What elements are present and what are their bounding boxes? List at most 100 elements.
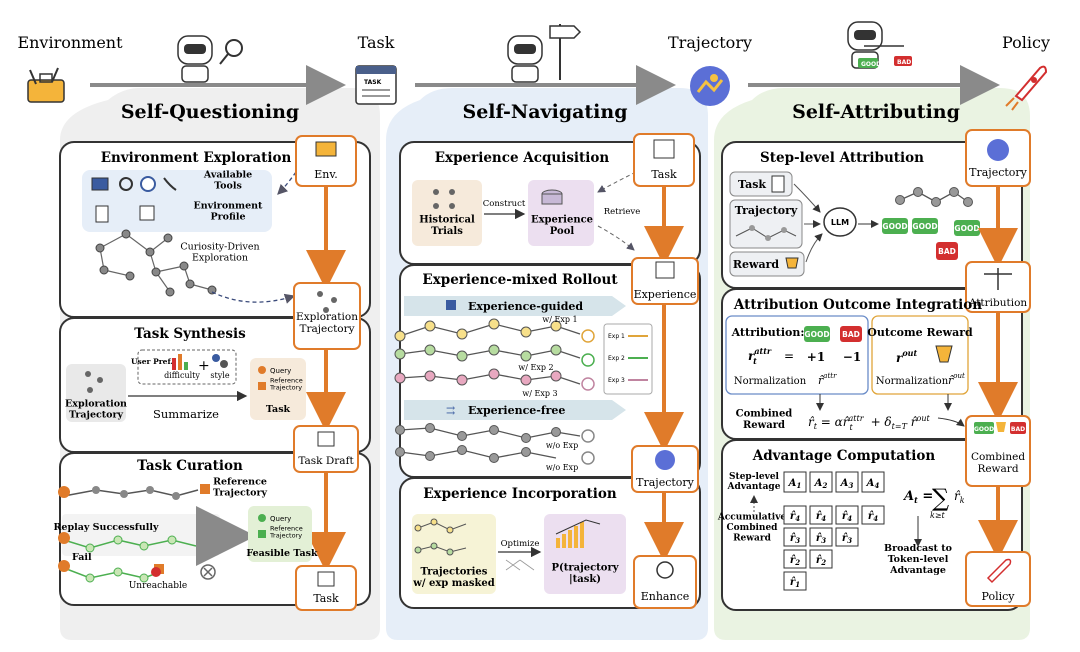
unreachable-icon: [151, 567, 161, 577]
svg-text:BAD: BAD: [1011, 426, 1025, 433]
svg-text:BAD: BAD: [938, 247, 956, 256]
construct-label: Construct: [483, 199, 526, 209]
header-environment: Environment: [17, 33, 123, 52]
guided-label: Experience-guided: [468, 300, 583, 313]
svg-text:GOOD: GOOD: [861, 61, 881, 68]
robot-signpost-icon: [507, 24, 582, 83]
header-policy: Policy: [1002, 33, 1050, 52]
svg-text:Query: Query: [270, 367, 291, 375]
dashed-env-to-tools: [277, 171, 297, 195]
svg-text:r̂4: r̂4: [842, 511, 852, 523]
style-label: style: [210, 371, 229, 380]
exploration-node-label: Exploration: [296, 311, 358, 323]
trajectory-node-n: Trajectory: [631, 445, 699, 493]
exp3-label: w/ Exp 3: [522, 389, 557, 398]
unreachable-label: Unreachable: [129, 581, 188, 591]
svg-text:r̂4: r̂4: [868, 511, 878, 523]
svg-text:Exp 3: Exp 3: [608, 377, 625, 384]
svg-text:⇉: ⇉: [446, 404, 455, 417]
normalization-label-2: Normalization: [876, 376, 949, 387]
attribution-sub-box: [725, 315, 869, 395]
retrieve-label: Retrieve: [604, 207, 641, 217]
svg-text:Attribution: Attribution: [968, 297, 1028, 309]
svg-text:A3: A3: [840, 478, 854, 490]
curation-reference-path: [58, 484, 210, 500]
task-window-icon: TASK: [355, 65, 397, 105]
stage-title-questioning: Self-Questioning: [121, 101, 299, 123]
svg-text:BAD: BAD: [897, 59, 911, 66]
robot-magnifier-icon: [177, 35, 243, 83]
svg-text:GOOD: GOOD: [804, 330, 829, 339]
good-badge-3: [954, 220, 980, 236]
svg-text:A1: A1: [788, 478, 802, 490]
svg-text:=: =: [784, 349, 794, 363]
experience-node: Experience: [631, 257, 699, 305]
svg-text:r̂2: r̂2: [790, 555, 800, 567]
replay-path: [58, 532, 197, 553]
header-task: Task: [358, 33, 395, 52]
exp1-label: w/ Exp 1: [542, 315, 577, 324]
feasible-reference-label: Reference: [270, 524, 303, 532]
svg-text:r̂1: r̂1: [790, 577, 800, 589]
svg-text:BAD: BAD: [842, 330, 860, 339]
good-badge-1: [882, 218, 908, 234]
plus-sign: +: [198, 358, 210, 374]
svg-text:GOOD: GOOD: [912, 222, 937, 231]
svg-text:Experience: Experience: [634, 288, 697, 301]
wo1-label: w/o Exp: [546, 441, 578, 450]
retrieve-dashed-1: [597, 171, 637, 193]
tools-box: [82, 170, 272, 232]
bad-badge-1: [936, 242, 958, 260]
attribution-node: Attribution: [965, 261, 1031, 313]
network-icon: [505, 559, 535, 571]
svg-text:Query: Query: [270, 515, 291, 523]
integration-title: Attribution Outcome Integration: [733, 297, 982, 313]
retrieve-dashed-2: [597, 225, 635, 251]
advantage-formula: At =: [902, 489, 933, 505]
trophy-icon: [935, 345, 953, 363]
svg-text:r̂3: r̂3: [816, 533, 826, 545]
svg-text:Policy: Policy: [982, 590, 1016, 603]
svg-text:A2: A2: [814, 478, 828, 490]
svg-text:Trajectory: Trajectory: [735, 204, 798, 217]
masked-box: [412, 514, 496, 594]
env-node: Env.: [295, 135, 357, 187]
prob-label: P(trajectory|task): [551, 562, 619, 585]
plus1-value: +1: [807, 350, 825, 364]
advantage-title: Advantage Computation: [752, 448, 936, 464]
minus1-value: −1: [843, 350, 861, 364]
svg-text:Task: Task: [313, 592, 339, 605]
stage-title-attributing: Self-Attributing: [792, 101, 960, 123]
svg-text:Reward: Reward: [733, 258, 780, 271]
svg-text:r̂2: r̂2: [816, 555, 826, 567]
prob-bars: [556, 522, 584, 548]
svg-text:Task Draft: Task Draft: [298, 455, 354, 467]
svg-text:LLM: LLM: [831, 218, 849, 227]
check-exp2-icon: [581, 353, 595, 367]
dashed-to-exploration: [211, 291, 296, 304]
outcome-sub-box: [871, 315, 969, 395]
free-banner: [404, 400, 626, 420]
replay-box: [62, 514, 220, 556]
exp-acq-title: Experience Acquisition: [435, 150, 610, 166]
enhance-node: Enhance: [633, 555, 697, 609]
toolbox-icon: [27, 67, 65, 103]
header-trajectory: Trajectory: [668, 33, 752, 52]
svg-text:GOOD: GOOD: [974, 426, 994, 433]
task-node-n: Task: [633, 133, 695, 187]
task-curation-title: Task Curation: [137, 458, 243, 474]
policy-node: Policy: [965, 551, 1031, 607]
tool-icons: [91, 176, 177, 223]
svg-text:r̂3: r̂3: [842, 533, 852, 545]
svg-text:A4: A4: [866, 478, 880, 490]
replay-label: Replay Successfully: [54, 522, 159, 533]
